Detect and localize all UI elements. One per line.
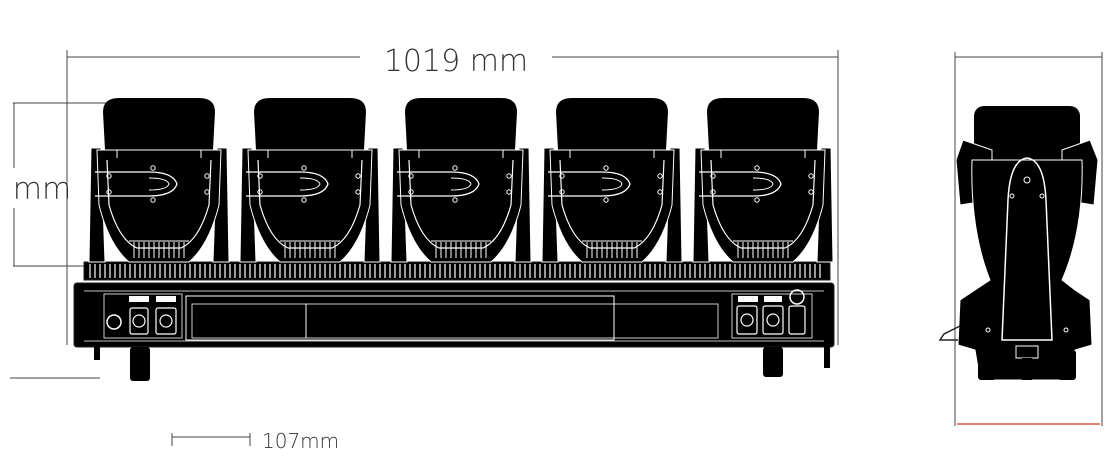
screw-icon bbox=[204, 189, 210, 195]
screw-icon bbox=[408, 189, 414, 195]
screw-icon bbox=[150, 165, 156, 171]
fixture-body bbox=[96, 149, 222, 263]
connector-icon bbox=[106, 314, 122, 330]
foot-width-label: 107mm bbox=[262, 429, 339, 453]
side-foot-left bbox=[978, 350, 996, 380]
moving-head bbox=[541, 98, 683, 263]
lens-head bbox=[405, 98, 517, 150]
fixture-body bbox=[247, 149, 373, 263]
screw-icon bbox=[355, 173, 361, 179]
base-chassis bbox=[73, 282, 835, 348]
screw-icon bbox=[710, 173, 716, 179]
lens-head bbox=[556, 98, 668, 150]
screw-icon bbox=[301, 197, 307, 203]
screw-icon bbox=[506, 173, 512, 179]
side-yoke-arm bbox=[1001, 157, 1053, 341]
screw-icon bbox=[710, 189, 716, 195]
screw-icon bbox=[257, 189, 263, 195]
screw-icon bbox=[257, 173, 263, 179]
top-rail bbox=[83, 261, 831, 281]
lens-head bbox=[707, 98, 819, 150]
screw-icon bbox=[657, 173, 663, 179]
overall-width-label: 1019 mm bbox=[384, 44, 528, 79]
connector-icon bbox=[762, 305, 784, 335]
screw-icon bbox=[754, 197, 760, 203]
moving-head bbox=[692, 98, 834, 263]
screw-icon bbox=[106, 189, 112, 195]
screw-icon bbox=[808, 189, 814, 195]
moving-head bbox=[239, 98, 381, 263]
foot-right bbox=[763, 347, 783, 377]
screw-icon bbox=[559, 189, 565, 195]
screw-icon bbox=[506, 189, 512, 195]
side-view bbox=[938, 106, 1099, 381]
moving-heads bbox=[88, 98, 834, 263]
left-connector-panel bbox=[103, 293, 183, 339]
connector-icon bbox=[129, 307, 149, 335]
connector-icon bbox=[155, 307, 177, 335]
screw-icon bbox=[452, 165, 458, 171]
screw-icon bbox=[452, 197, 458, 203]
side-foot-right bbox=[1058, 350, 1076, 380]
moving-head bbox=[390, 98, 532, 263]
rail-fins bbox=[89, 264, 821, 278]
screw-icon bbox=[150, 197, 156, 203]
right-connector-panel bbox=[731, 289, 813, 339]
moving-head bbox=[88, 98, 230, 263]
screw-icon bbox=[301, 165, 307, 171]
screw-icon bbox=[408, 173, 414, 179]
height-label: mm bbox=[13, 172, 71, 207]
fixture-body bbox=[549, 149, 675, 263]
screw-icon bbox=[559, 173, 565, 179]
screw-icon bbox=[204, 173, 210, 179]
connector-icon bbox=[788, 305, 806, 335]
screw-icon bbox=[808, 173, 814, 179]
side-cable bbox=[938, 325, 961, 341]
screw-icon bbox=[603, 165, 609, 171]
screw-icon bbox=[106, 173, 112, 179]
fixture-body bbox=[700, 149, 826, 263]
foot-left bbox=[130, 347, 150, 381]
front-view bbox=[73, 98, 835, 381]
lens-head bbox=[254, 98, 366, 150]
screw-icon bbox=[355, 189, 361, 195]
side-head bbox=[974, 106, 1080, 168]
connector-icon bbox=[789, 289, 805, 305]
dimension-lines bbox=[10, 50, 1103, 446]
screw-icon bbox=[754, 165, 760, 171]
screw-icon bbox=[657, 189, 663, 195]
screw-icon bbox=[603, 197, 609, 203]
fixture-body bbox=[398, 149, 524, 263]
lens-head bbox=[103, 98, 215, 150]
connector-icon bbox=[736, 305, 758, 335]
